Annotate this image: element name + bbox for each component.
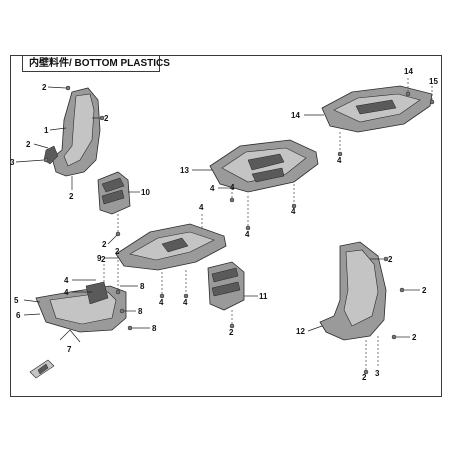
callout-2: 2 [42,83,47,92]
callout-5: 5 [14,296,19,305]
callout-2: 2 [115,247,120,256]
callout-2: 2 [69,192,74,201]
callout-4: 4 [183,298,188,307]
callout-2: 2 [101,255,106,264]
callout-2: 2 [104,114,109,123]
part-1-front-guard [43,87,101,177]
part-13-rear-skid [321,85,433,133]
callout-4: 4 [199,203,204,212]
callout-4: 4 [230,183,235,192]
callout-4: 4 [337,156,342,165]
callout-4: 4 [245,230,250,239]
direction-arrow-icon [29,359,55,379]
callout-9: 9 [97,254,102,263]
part-5-6-7-bracket-assembly [35,281,127,333]
callout-14: 14 [404,67,413,76]
part-11-side-panel [207,261,245,311]
leader-lines [15,78,433,370]
callout-4: 4 [291,207,296,216]
callout-8: 8 [152,324,157,333]
callout-2: 2 [412,333,417,342]
diagram-frame [10,55,442,397]
callout-10: 10 [141,188,150,197]
callout-6: 6 [16,311,21,320]
callout-4: 4 [64,276,69,285]
callout-2: 2 [362,373,367,382]
diagram-title: 内壁料件/ BOTTOM PLASTICS [22,55,170,72]
callout-15: 12 [296,327,305,336]
callout-4: 4 [210,184,215,193]
part-10-side-panel [97,171,131,215]
callout-8: 8 [138,307,143,316]
callout-2: 2 [102,240,107,249]
callout-12: 13 [180,166,189,175]
part-15-rear-guard [319,241,387,341]
callout-3: 3 [10,158,15,167]
callout-2: 2 [229,328,234,337]
callout-4: 4 [64,288,69,297]
callout-13: 14 [291,111,300,120]
callout-3: 3 [375,369,380,378]
fasteners [43,85,435,375]
callout-7: 7 [67,345,72,354]
callout-labels: 2 1 2 3 2 2 10 2 9 4 4 4 13 4 4 4 14 4 1… [10,67,438,382]
part-12-center-skid [209,139,319,193]
callout-8: 8 [140,282,145,291]
callout-1: 1 [44,126,49,135]
part-9-skid-plate [115,223,227,271]
callout-2: 2 [388,255,393,264]
callout-4: 4 [159,298,164,307]
callout-14: 15 [429,77,438,86]
callout-2: 2 [26,140,31,149]
callout-11: 11 [259,292,268,301]
callout-2: 2 [422,286,427,295]
